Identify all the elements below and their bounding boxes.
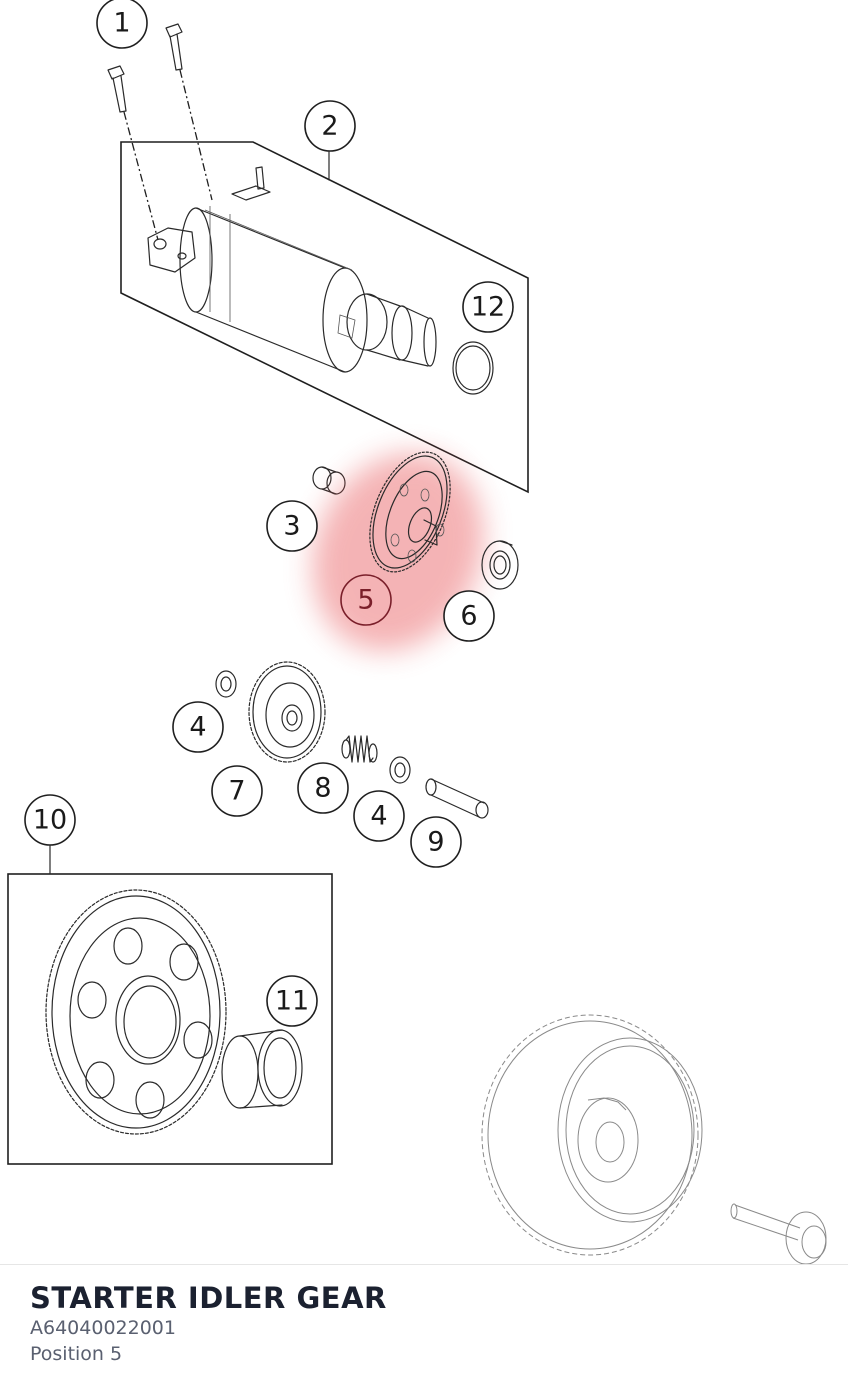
callout-9[interactable]: 9 [410,816,462,868]
callout-7[interactable]: 7 [211,765,263,817]
callout-12[interactable]: 12 [462,281,514,333]
callout-10[interactable]: 10 [24,794,76,846]
part-position: Position 5 [30,1343,123,1365]
svg-text:4: 4 [189,712,206,743]
bearing-part-6[interactable] [481,540,519,590]
idler-gear-part-5[interactable] [354,440,466,583]
flywheel-bolt [730,1203,827,1265]
washer-part-4-upper[interactable] [215,670,237,698]
spring-part-8[interactable] [341,735,378,763]
bushing-part-3[interactable] [312,466,346,495]
flywheel-rotor [481,1014,703,1256]
svg-text:5: 5 [357,585,374,616]
freewheel-gear-part-10[interactable] [7,845,333,1165]
callout-8[interactable]: 8 [297,762,349,814]
callout-2[interactable]: 2 [304,100,356,152]
svg-text:7: 7 [228,776,245,807]
gear-part-7[interactable] [248,661,326,763]
part-number: A64040022001 [30,1317,176,1339]
svg-text:12: 12 [471,292,505,323]
svg-text:4: 4 [370,801,387,832]
part-name: STARTER IDLER GEAR [30,1281,387,1315]
svg-text:6: 6 [460,601,477,632]
svg-text:1: 1 [113,8,130,39]
svg-text:10: 10 [33,805,67,836]
highlight-glow [312,453,484,651]
callout-6[interactable]: 6 [443,590,495,642]
starter-motor-part-2[interactable] [120,141,529,494]
washer-part-4-lower[interactable] [389,756,411,784]
callout-11[interactable]: 11 [266,975,318,1027]
svg-text:3: 3 [283,511,300,542]
svg-text:11: 11 [275,986,309,1017]
svg-text:2: 2 [321,111,338,142]
part-info-panel: STARTER IDLER GEAR A64040022001 Position… [0,1264,848,1390]
o-ring-part-12[interactable] [452,341,494,395]
svg-text:8: 8 [314,773,331,804]
bolt-part-1[interactable] [107,23,213,241]
callout-4-lower[interactable]: 4 [353,790,405,842]
callout-4-upper[interactable]: 4 [172,701,224,753]
bearing-part-11[interactable] [221,1029,303,1109]
callout-1[interactable]: 1 [96,0,148,49]
callout-5[interactable]: 5 [340,574,392,626]
exploded-parts-diagram: 1 2 12 3 5 6 4 7 8 4 9 10 [7,0,827,1265]
svg-text:9: 9 [427,827,444,858]
callout-3[interactable]: 3 [266,500,318,552]
pin-part-9[interactable] [425,778,489,819]
